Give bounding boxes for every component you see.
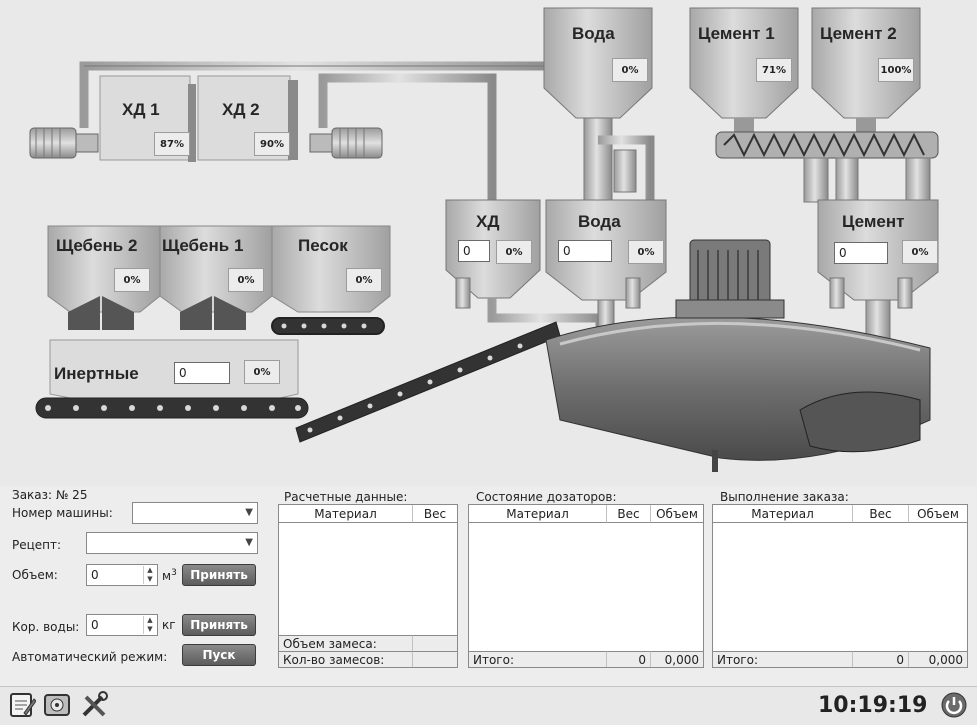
inert-level: 0%: [244, 360, 280, 384]
notepad-icon[interactable]: [8, 691, 37, 719]
calc-title: Расчетные данные:: [284, 490, 408, 504]
water-doser-level: 0%: [628, 240, 664, 264]
execution-total-label: Итого:: [713, 651, 853, 667]
water-correction-value: 0: [91, 618, 99, 632]
batch-count-label: Кол-во замесов:: [279, 651, 413, 667]
execution-title: Выполнение заказа:: [720, 490, 849, 504]
clock: 10:19:19: [818, 693, 928, 718]
hd1-level: 87%: [154, 132, 190, 156]
auto-mode-label: Автоматический режим:: [12, 650, 168, 664]
cement2-label: Цемент 2: [820, 24, 897, 43]
hd2-level: 90%: [254, 132, 290, 156]
spin-arrows-icon[interactable]: ▲▼: [143, 566, 156, 584]
volume-value: 0: [91, 568, 99, 582]
truck-number-select[interactable]: ▼: [132, 502, 258, 524]
recipe-label: Рецепт:: [12, 538, 62, 552]
dosers-col-volume: Объем: [651, 505, 703, 523]
pesok-level: 0%: [346, 268, 382, 292]
cement1-level: 71%: [756, 58, 792, 82]
power-icon[interactable]: [940, 691, 968, 719]
volume-unit: м3: [162, 568, 177, 583]
bottom-toolbar: 10:19:19: [0, 686, 977, 725]
volume-label: Объем:: [12, 568, 58, 582]
plant-mimic: ХД 1 87% ХД 2 90% Вода 0% Цемент 1 71% Ц…: [0, 7, 977, 488]
calc-col-material: Материал: [279, 505, 413, 523]
hd-doser-value: 0: [458, 240, 490, 262]
execution-total-weight: 0: [853, 651, 909, 667]
pump-right-icon: [309, 127, 383, 159]
accept-water-button[interactable]: Принять: [182, 614, 256, 636]
batch-count-value: [413, 651, 457, 667]
mixer: [545, 239, 931, 472]
start-button[interactable]: Пуск: [182, 644, 256, 666]
water-doser-value: 0: [558, 240, 612, 262]
cement2-level: 100%: [878, 58, 914, 82]
water-silo-label: Вода: [572, 24, 615, 43]
pump-left-icon: [29, 127, 99, 159]
water-correction-input[interactable]: 0 ▲▼: [86, 614, 158, 636]
dosers-table: Материал Вес Объем Итого: 0 0,000: [468, 504, 704, 668]
dosers-total-volume: 0,000: [651, 651, 703, 667]
hd-doser-level: 0%: [496, 240, 532, 264]
hd-doser-label: ХД: [476, 212, 500, 231]
batch-volume-value: [413, 635, 457, 651]
conveyor-sand: [271, 317, 385, 335]
disk-icon[interactable]: [42, 691, 72, 719]
chevron-down-icon: ▼: [245, 507, 253, 518]
tools-icon[interactable]: [80, 691, 110, 719]
cement1-label: Цемент 1: [698, 24, 775, 43]
batch-volume-label: Объем замеса:: [279, 635, 413, 651]
execution-total-volume: 0,000: [909, 651, 967, 667]
execution-col-weight: Вес: [853, 505, 909, 523]
conveyor-inert: [35, 397, 309, 419]
cement-doser-level: 0%: [902, 240, 938, 264]
execution-col-volume: Объем: [909, 505, 967, 523]
inert-value: 0: [174, 362, 230, 384]
aggregate-bins: [47, 225, 391, 330]
spin-arrows-icon[interactable]: ▲▼: [143, 616, 156, 634]
dosers-title: Состояние дозаторов:: [476, 490, 617, 504]
dosers-total-label: Итого:: [469, 651, 607, 667]
calc-col-weight: Вес: [413, 505, 457, 523]
dosers-col-weight: Вес: [607, 505, 651, 523]
water-correction-label: Кор. воды:: [12, 620, 80, 634]
recipe-select[interactable]: ▼: [86, 532, 258, 554]
execution-col-material: Материал: [713, 505, 853, 523]
water-unit: кг: [162, 618, 176, 632]
shheben1-level: 0%: [228, 268, 264, 292]
accept-volume-button[interactable]: Принять: [182, 564, 256, 586]
hd2-label: ХД 2: [222, 100, 260, 119]
dosers-col-material: Материал: [469, 505, 607, 523]
volume-input[interactable]: 0 ▲▼: [86, 564, 158, 586]
execution-table: Материал Вес Объем Итого: 0 0,000: [712, 504, 968, 668]
water-silo-level: 0%: [612, 58, 648, 82]
calc-table: Материал Вес Объем замеса: Кол-во замесо…: [278, 504, 458, 668]
shheben2-label: Щебень 2: [56, 236, 138, 255]
water-doser-label: Вода: [578, 212, 621, 231]
cement-doser-value: 0: [834, 242, 888, 264]
pesok-label: Песок: [298, 236, 348, 255]
chevron-down-icon: ▼: [245, 537, 253, 548]
dosers-total-weight: 0: [607, 651, 651, 667]
cement-doser-label: Цемент: [842, 212, 905, 231]
order-number: Заказ: № 25: [12, 488, 88, 502]
truck-number-label: Номер машины:: [12, 506, 113, 520]
control-panel: Заказ: № 25 Номер машины: ▼ Рецепт: ▼ Об…: [0, 486, 977, 686]
hd1-label: ХД 1: [122, 100, 160, 119]
shheben1-label: Щебень 1: [162, 236, 244, 255]
inert-label: Инертные: [54, 364, 139, 383]
shheben2-level: 0%: [114, 268, 150, 292]
